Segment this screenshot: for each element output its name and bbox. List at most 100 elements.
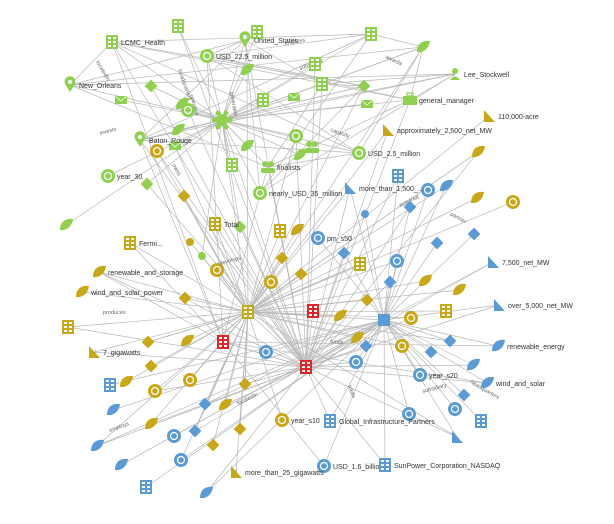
graph-node-lcmc-health[interactable]: LCMC_Health — [106, 35, 165, 49]
graph-node-diamond[interactable] — [359, 339, 373, 353]
graph-node-more-than-1500[interactable]: more_than_1,500_... — [345, 182, 424, 194]
graph-node-leaf[interactable] — [181, 334, 194, 347]
graph-node-diamond[interactable] — [337, 246, 351, 260]
graph-node-diamond[interactable] — [198, 397, 212, 411]
graph-node-building[interactable] — [242, 305, 254, 319]
graph-node-leaf[interactable] — [294, 148, 307, 161]
graph-node-dot[interactable] — [198, 252, 206, 260]
graph-node-fermi[interactable]: Fermi... — [124, 236, 163, 250]
graph-node-money[interactable] — [421, 183, 435, 197]
graph-node-leaf[interactable] — [241, 63, 254, 76]
graph-node-over-5000[interactable]: over_5,000_net_MW — [494, 299, 573, 311]
graph-node-diamond[interactable] — [177, 189, 191, 203]
graph-node-coin[interactable] — [167, 429, 181, 443]
graph-node-diamond[interactable] — [275, 251, 289, 265]
graph-node-leaf[interactable] — [115, 458, 128, 471]
graph-node-building[interactable] — [104, 378, 116, 392]
graph-node-building[interactable] — [62, 320, 74, 334]
graph-node-money[interactable] — [181, 103, 195, 117]
graph-node-leaf[interactable] — [453, 283, 466, 296]
graph-node-leaf[interactable] — [60, 218, 73, 231]
graph-node-dot[interactable] — [361, 210, 369, 218]
graph-node-leaf[interactable] — [145, 417, 158, 430]
graph-node-more-than-25-gw[interactable]: more_than_25_gigawatts — [231, 466, 324, 478]
graph-node-leaf[interactable] — [200, 486, 213, 499]
graph-node-building[interactable] — [365, 27, 377, 41]
graph-node-coin[interactable] — [183, 373, 197, 387]
graph-node-coin[interactable] — [395, 339, 409, 353]
graph-node-diamond[interactable] — [294, 267, 308, 281]
graph-node-diamond[interactable] — [424, 345, 438, 359]
graph-node-united-states[interactable]: United_States — [239, 31, 299, 47]
graph-node-building[interactable] — [307, 304, 319, 318]
graph-node-envelope[interactable] — [287, 92, 301, 101]
graph-node-diamond[interactable] — [144, 359, 158, 373]
graph-node-building[interactable] — [354, 257, 366, 271]
graph-node-renewable-energy[interactable]: renewable_energy — [492, 339, 565, 352]
graph-node-building[interactable] — [140, 480, 152, 494]
graph-node-diamond[interactable] — [360, 293, 374, 307]
graph-node-coin[interactable] — [448, 402, 462, 416]
graph-node-coin[interactable] — [404, 311, 418, 325]
graph-node-building[interactable] — [217, 335, 229, 349]
graph-node-wind-and-solar-power[interactable]: wind_and_solar_power — [76, 285, 164, 298]
graph-node-year-s10[interactable]: year_s10 — [275, 413, 320, 427]
graph-node-leaf[interactable] — [291, 223, 304, 236]
graph-node-building[interactable] — [392, 169, 404, 183]
graph-node-leaf[interactable] — [176, 97, 189, 110]
graph-node-leaf[interactable] — [417, 40, 430, 53]
graph-node-leaf[interactable] — [120, 375, 133, 388]
graph-node-coin[interactable] — [390, 254, 404, 268]
graph-node-building[interactable] — [257, 93, 269, 107]
graph-node-usd-225-million[interactable]: USD_22.5_million — [200, 49, 272, 63]
graph-node-general-manager[interactable]: general_manager — [403, 92, 475, 105]
graph-node-coin[interactable] — [174, 453, 188, 467]
graph-node-money[interactable] — [289, 129, 303, 143]
graph-node-envelope[interactable] — [360, 99, 374, 108]
graph-node-leaf[interactable] — [219, 398, 232, 411]
graph-node-leaf[interactable] — [419, 274, 432, 287]
graph-node-building[interactable] — [309, 57, 321, 71]
graph-node-coin[interactable] — [402, 407, 416, 421]
graph-node-diamond[interactable] — [178, 291, 192, 305]
graph-node-usd-16-billion[interactable]: USD_1.6_billion — [317, 459, 383, 473]
graph-node-diamond[interactable] — [144, 79, 158, 93]
graph-node-year-s20[interactable]: year_s20 — [413, 368, 458, 382]
graph-node-diamond[interactable] — [357, 79, 371, 93]
graph-node-building[interactable] — [316, 77, 328, 91]
graph-node-coin[interactable] — [210, 263, 224, 277]
graph-node-year-30[interactable]: year_30 — [101, 169, 142, 183]
graph-node-hub[interactable] — [211, 110, 233, 130]
graph-node-lee-stockwell[interactable]: Lee_Stockwell — [450, 68, 510, 80]
graph-node-diamond[interactable] — [188, 424, 202, 438]
graph-node-sunpower[interactable]: SunPower_Corporation_NASDAQ — [379, 458, 501, 472]
graph-node-leaf[interactable] — [467, 358, 480, 371]
graph-node-leaf[interactable] — [107, 403, 120, 416]
graph-node-usd-25-million[interactable]: USD_2.5_million — [352, 146, 420, 160]
graph-node-diamond[interactable] — [443, 334, 457, 348]
graph-node-wind-and-solar[interactable]: wind_and_solar — [481, 376, 546, 389]
graph-node-renewable-and-storage[interactable]: renewable_and_storage — [93, 265, 183, 278]
graph-node-envelope[interactable] — [114, 95, 128, 104]
graph-node-leaf[interactable] — [351, 331, 364, 344]
graph-node-diamond[interactable] — [457, 388, 471, 402]
graph-node-finalists[interactable]: finalists — [261, 161, 301, 173]
graph-node-baton-rouge[interactable]: Baton_Rouge — [134, 131, 192, 147]
graph-node-diamond[interactable] — [430, 236, 444, 250]
graph-node-diamond[interactable] — [238, 377, 252, 391]
graph-node-coin[interactable] — [506, 195, 520, 209]
graph-node-diamond[interactable] — [233, 220, 247, 234]
graph-node-diamond[interactable] — [206, 438, 220, 452]
graph-node-pm-s50[interactable]: pm_s50 — [311, 231, 352, 245]
graph-node-building[interactable] — [251, 25, 263, 39]
graph-node-building[interactable] — [440, 304, 452, 318]
graph-node-money[interactable] — [259, 345, 273, 359]
graph-node-global-infra[interactable]: Global_Infrastructure_Partners — [324, 414, 435, 428]
graph-node-building[interactable] — [274, 224, 286, 238]
graph-node-approx-2500[interactable]: approximately_2,500_net_MW — [383, 124, 492, 136]
graph-node-leaf[interactable] — [241, 139, 254, 152]
graph-node-leaf[interactable] — [440, 179, 453, 192]
graph-node-diamond[interactable] — [403, 200, 417, 214]
graph-node-nearly-usd-35-million[interactable]: nearly_USD_35_million — [253, 186, 342, 200]
graph-node-diamond[interactable] — [233, 422, 247, 436]
